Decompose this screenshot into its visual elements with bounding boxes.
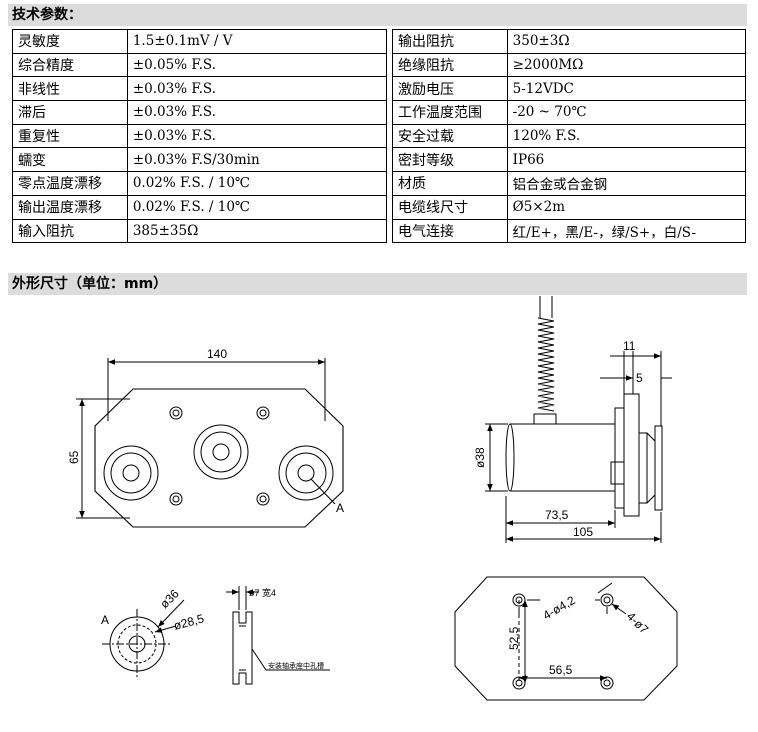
spec-row-right: 材质铝合金或合金钢 <box>392 171 747 196</box>
front-view <box>76 358 344 528</box>
spec-value: 5-12VDC <box>506 76 747 102</box>
dim-holes-7: 4-ø7 <box>624 609 652 637</box>
spec-value: ≥2000MΩ <box>506 52 747 78</box>
dim-diameter-38: ø38 <box>473 447 487 468</box>
dimension-drawing: 140 65 A <box>67 296 678 701</box>
spec-label: 滞后 <box>12 100 128 125</box>
slot-section-view <box>226 586 330 685</box>
bottom-plate-view <box>454 576 678 701</box>
spec-value: ±0.05% F.S. <box>126 52 388 78</box>
spec-label: 零点温度漂移 <box>12 171 128 196</box>
spec-value: IP66 <box>506 147 747 173</box>
spec-label: 重复性 <box>12 123 128 149</box>
spec-label: 电气连接 <box>392 218 508 244</box>
spec-label: 工作温度范围 <box>392 100 508 125</box>
spec-label: 灵敏度 <box>12 29 128 54</box>
section-title-specs: 技术参数： <box>8 4 747 26</box>
dim-height: 65 <box>67 450 81 464</box>
spec-value: ±0.03% F.S. <box>126 76 388 102</box>
spec-value: ±0.03% F.S/30min <box>126 147 388 173</box>
spec-row-left: 滞后±0.03% F.S. <box>12 100 388 125</box>
spec-value: 350±3Ω <box>506 29 747 54</box>
spec-label: 输入阻抗 <box>12 218 128 244</box>
dim-pitch-52-5: 52,5 <box>507 626 521 650</box>
spec-row-right: 工作温度范围-20 ~ 70℃ <box>392 100 747 125</box>
dim-side-width-5: 5 <box>636 371 643 385</box>
spec-label: 输出温度漂移 <box>12 194 128 220</box>
spec-value: 0.02% F.S. / 10℃ <box>126 194 388 220</box>
side-view <box>485 296 672 543</box>
spec-value: 385±35Ω <box>126 218 388 244</box>
slot-note: 安装轴承座中孔槽 <box>268 661 324 670</box>
spec-value: ±0.03% F.S. <box>126 100 388 125</box>
spec-label: 材质 <box>392 171 508 196</box>
dim-length-73-5: 73,5 <box>545 508 569 522</box>
spec-value: -20 ~ 70℃ <box>506 100 747 125</box>
dim-side-width-11: 11 <box>623 339 636 353</box>
spec-row-right: 电气连接红/E+，黑/E-，绿/S+，白/S- <box>392 218 747 244</box>
detail-mark: A <box>336 501 344 515</box>
dim-slot-width: ø7 宽4 <box>249 587 276 598</box>
spec-label: 综合精度 <box>12 52 128 78</box>
spec-label: 安全过载 <box>392 123 508 149</box>
spec-row-left: 蠕变±0.03% F.S/30min <box>12 147 388 173</box>
dim-pitch-56-5: 56,5 <box>549 663 573 677</box>
spec-row-left: 重复性±0.03% F.S. <box>12 123 388 149</box>
spec-label: 输出阻抗 <box>392 29 508 54</box>
spec-label: 绝缘阻抗 <box>392 52 508 78</box>
spec-row-left: 综合精度±0.05% F.S. <box>12 52 388 78</box>
spec-label: 密封等级 <box>392 147 508 173</box>
spec-row-right: 绝缘阻抗≥2000MΩ <box>392 52 747 78</box>
dim-holes-4-2: 4-ø4,2 <box>541 593 578 623</box>
dim-dia-36: ø36 <box>157 586 182 611</box>
spec-value: 120% F.S. <box>506 123 747 149</box>
spec-value: ±0.03% F.S. <box>126 123 388 149</box>
detail-label: A <box>101 613 109 627</box>
spec-label: 非线性 <box>12 76 128 102</box>
dim-length: 140 <box>207 347 227 361</box>
spec-label: 蠕变 <box>12 147 128 173</box>
dim-length-105: 105 <box>573 525 593 539</box>
spec-value: 红/E+，黑/E-，绿/S+，白/S- <box>506 218 747 244</box>
spec-value: 1.5±0.1mV / V <box>126 29 388 54</box>
spec-value: Ø5×2m <box>506 194 747 220</box>
spec-value: 0.02% F.S. / 10℃ <box>126 171 388 196</box>
dim-dia-28-5: ø28,5 <box>172 611 206 633</box>
detail-a-view <box>102 599 185 679</box>
spec-row-left: 非线性±0.03% F.S. <box>12 76 388 102</box>
spec-label: 电缆线尺寸 <box>392 194 508 220</box>
section-title-dimensions: 外形尺寸（单位：mm） <box>8 273 747 295</box>
spec-value: 铝合金或合金钢 <box>506 171 747 196</box>
spec-label: 激励电压 <box>392 76 508 102</box>
